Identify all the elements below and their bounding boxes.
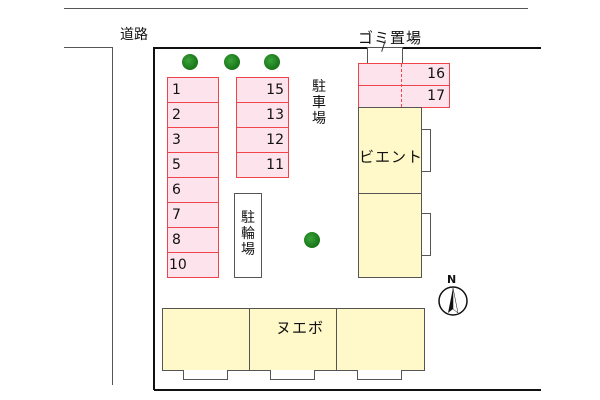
building-nuebo-unit-2[interactable]: ヌエボ <box>249 308 337 371</box>
parking-space[interactable]: 16 <box>358 63 450 86</box>
north-compass: N <box>436 273 470 317</box>
garbage-area-label: ゴミ置場 <box>358 29 423 47</box>
building-nuebo-unit-1[interactable] <box>162 308 250 371</box>
bicycle-parking-label: 駐輪場 <box>241 210 255 258</box>
road-left-side-edge <box>112 47 113 385</box>
balcony <box>270 370 315 380</box>
parking-space[interactable]: 2 <box>167 102 219 128</box>
road-top-edge <box>64 8 528 9</box>
tree-icon <box>304 232 320 248</box>
building-bient-upper[interactable]: ビエント <box>358 107 422 194</box>
compass-arrow-icon <box>438 286 468 316</box>
lot-bottom-edge <box>154 389 541 391</box>
building-nuebo-label: ヌエボ <box>276 319 325 337</box>
parking-space[interactable]: 12 <box>236 127 289 153</box>
parking-lot-label: 駐車場 <box>312 79 326 127</box>
road-left-top-edge <box>64 47 112 48</box>
bicycle-parking[interactable]: 駐輪場 <box>234 193 262 278</box>
parking-space[interactable]: 8 <box>167 227 219 253</box>
parking-space[interactable]: 15 <box>236 77 289 103</box>
lot-top-edge <box>154 47 541 49</box>
tree-icon <box>224 54 240 70</box>
tree-icon <box>264 54 280 70</box>
parking-space[interactable]: 1 <box>167 77 219 103</box>
parking-space[interactable]: 7 <box>167 202 219 228</box>
building-bient-lower[interactable] <box>358 193 422 278</box>
parking-space[interactable]: 6 <box>167 177 219 203</box>
tree-icon <box>182 54 198 70</box>
building-nuebo-unit-3[interactable] <box>336 308 425 371</box>
parking-space[interactable]: 3 <box>167 127 219 153</box>
garbage-area[interactable] <box>367 47 403 64</box>
lot-left-edge <box>153 47 155 390</box>
parking-space[interactable]: 5 <box>167 152 219 178</box>
parking-divider-dashed <box>401 64 402 107</box>
road-label: 道路 <box>120 27 148 43</box>
balcony <box>421 129 431 172</box>
parking-space[interactable]: 11 <box>236 152 289 178</box>
parking-space[interactable]: 17 <box>358 85 450 108</box>
balcony <box>357 370 402 380</box>
parking-space[interactable]: 10 <box>167 252 219 278</box>
balcony <box>183 370 228 380</box>
compass-north-label: N <box>447 273 457 286</box>
building-bient-label: ビエント <box>359 148 424 166</box>
balcony <box>421 213 431 256</box>
parking-space[interactable]: 13 <box>236 102 289 128</box>
